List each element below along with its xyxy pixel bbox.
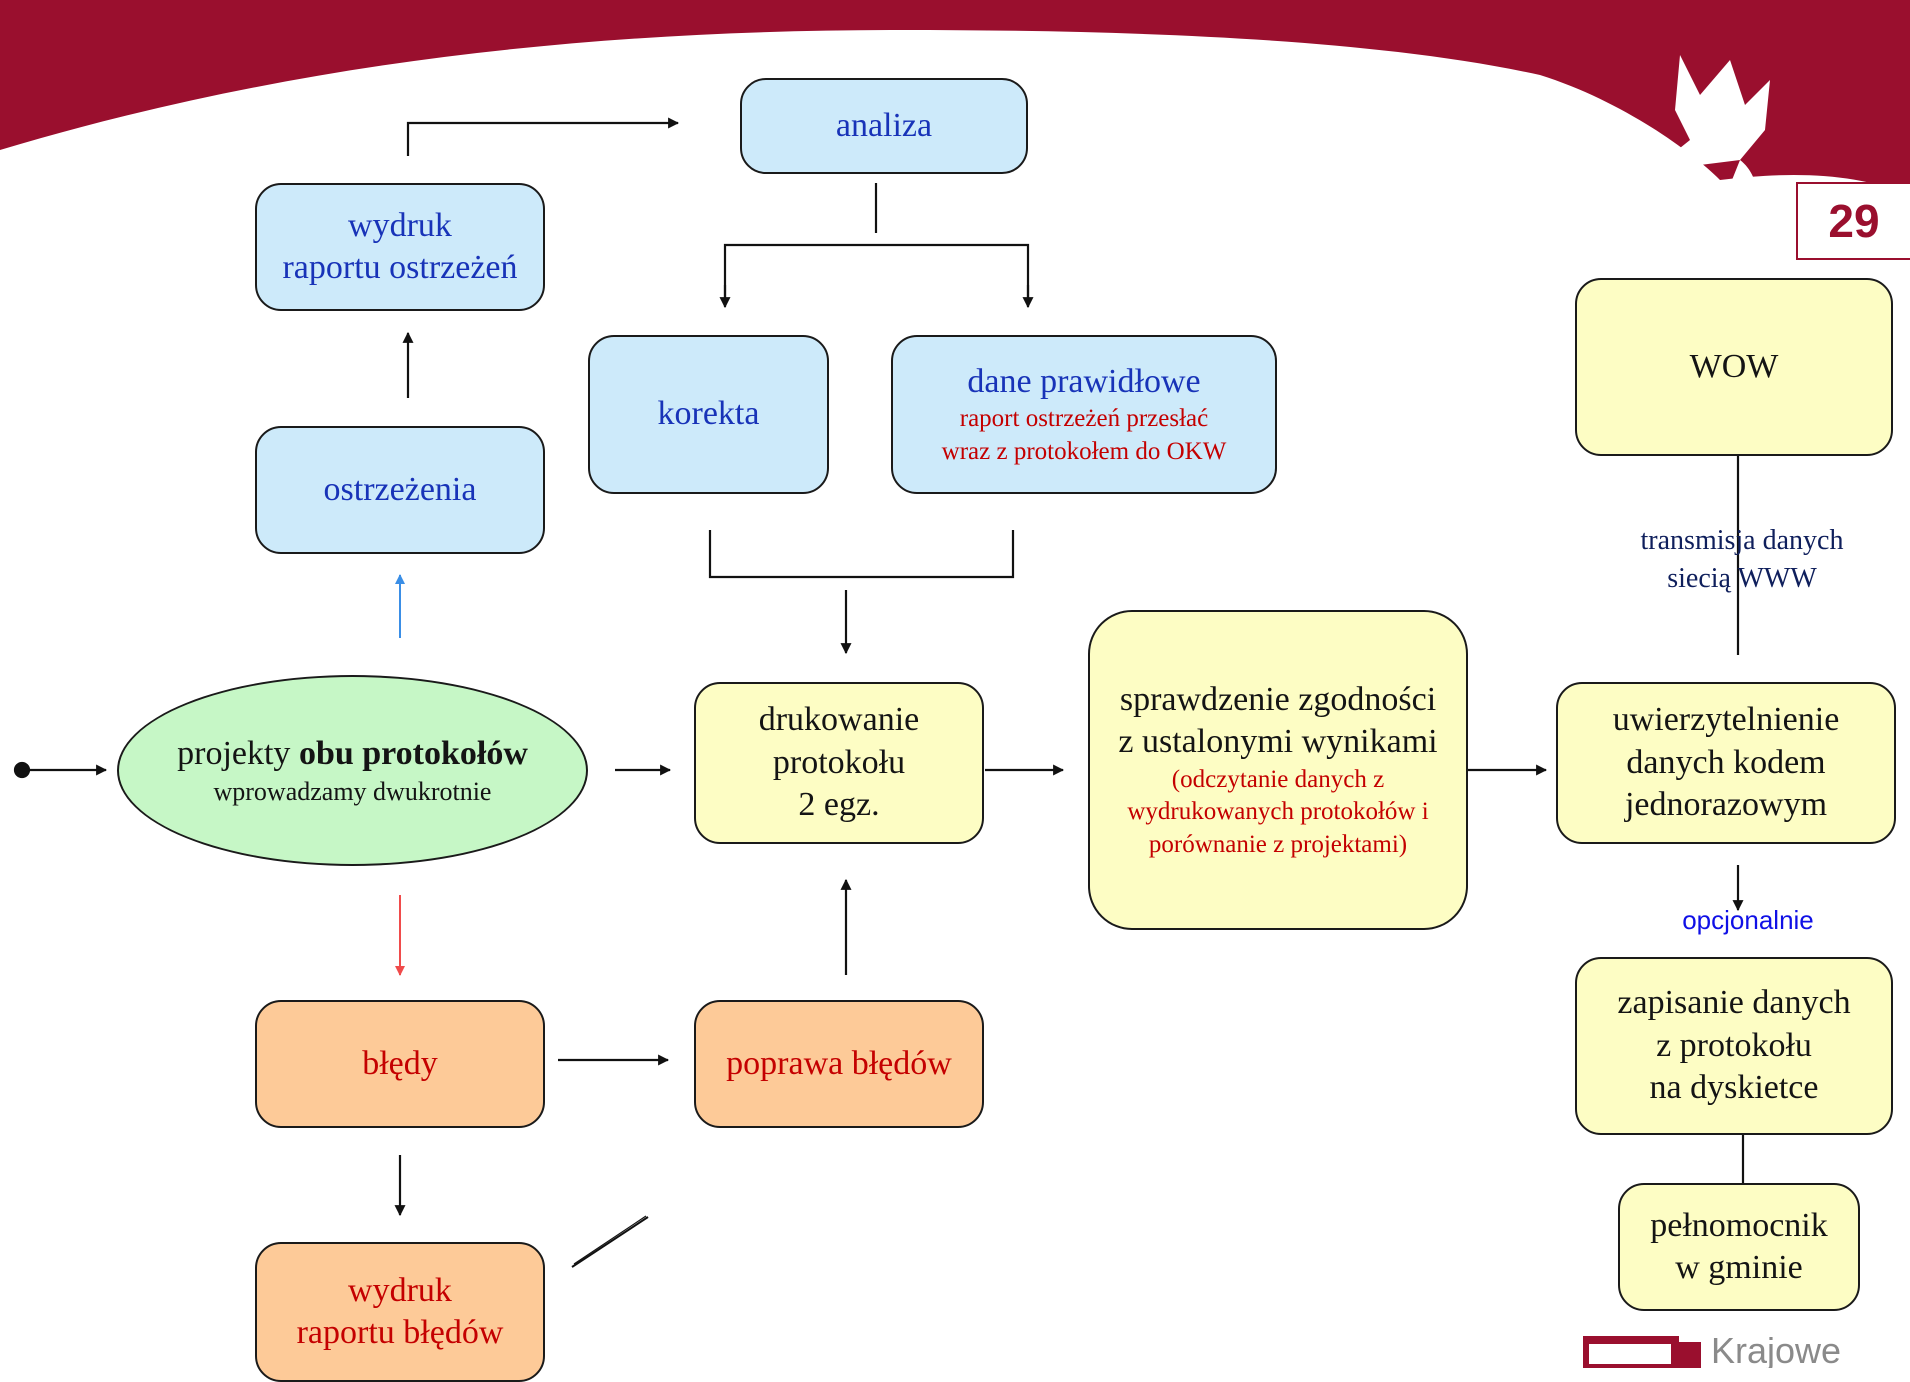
node-poprawa-bledow: poprawa błędów: [694, 1000, 984, 1128]
analiza-split: [723, 243, 1030, 305]
node-wydruk-raportu-ostrzezen: wydruk raportu ostrzeżeń: [255, 183, 545, 311]
label-opcjonalnie: opcjonalnie: [1682, 905, 1814, 935]
node-uwierzytelnienie: uwierzytelnienie danych kodem jednorazow…: [1556, 682, 1896, 844]
node-zapisanie-danych: zapisanie danych z protokołu na dyskietc…: [1575, 957, 1893, 1135]
node-wydruk-raportu-bledow: wydruk raportu błędów: [255, 1242, 545, 1382]
dane-prawidlowe-title: dane prawidłowe: [967, 362, 1201, 400]
krajowe-biuro-logo: [1583, 1336, 1701, 1368]
node-analiza: analiza: [740, 78, 1028, 174]
merge-bracket: [708, 530, 1015, 579]
footer-logo: Krajowe: [1583, 1336, 1910, 1368]
dane-prawidlowe-note: raport ostrzeżeń przesłać: [959, 405, 1209, 433]
footer-logo-text: Krajowe: [1711, 1336, 1842, 1368]
node-pelnomocnik: pełnomocnik w gminie: [1618, 1183, 1860, 1311]
node-sprawdzenie-zgodnosci: sprawdzenie zgodności z ustalonymi wynik…: [1088, 610, 1468, 930]
page-number: 29: [1796, 182, 1910, 260]
node-ostrzezenia: ostrzeżenia: [255, 426, 545, 554]
node-bledy: błędy: [255, 1000, 545, 1128]
sprawdzenie-note: (odczytanie danych z: [1171, 765, 1385, 793]
node-wow: WOW: [1575, 278, 1893, 456]
node-projekty-obu-protokolow: projekty obu protokołów wprowadzamy dwuk…: [117, 675, 588, 866]
node-drukowanie-protokolu: drukowanie protokołu 2 egz.: [694, 682, 984, 844]
stray-line: [571, 1216, 649, 1268]
banner: [0, 0, 1910, 265]
label-transmisja: transmisja danych siecią WWW: [1640, 525, 1844, 594]
projekty-bold: obu protokołów: [298, 735, 528, 772]
griffin-emblem-icon: [1645, 55, 1770, 265]
node-dane-prawidlowe: dane prawidłowe raport ostrzeżeń przesła…: [891, 335, 1277, 494]
node-korekta: korekta: [588, 335, 829, 494]
projekty-sub: wprowadzamy dwukrotnie: [213, 776, 492, 806]
projekty-prefix: projekty: [177, 735, 291, 772]
arrow-wydruk-to-analiza: [406, 117, 680, 156]
